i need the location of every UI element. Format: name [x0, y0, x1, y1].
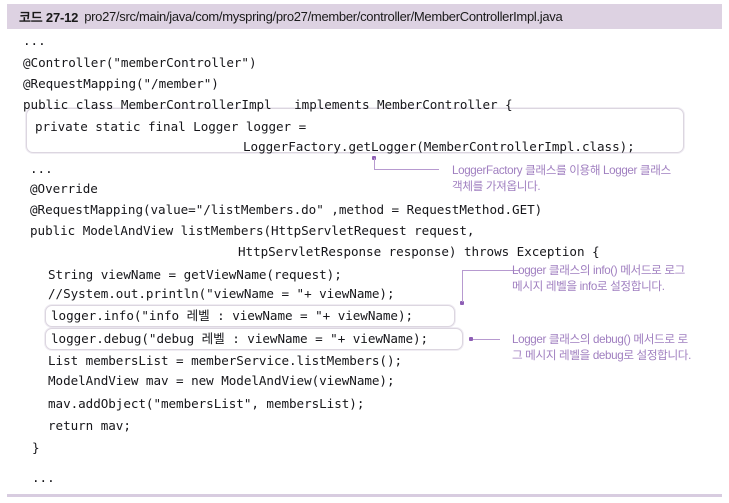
code-line: List membersList = memberService.listMem…: [48, 353, 403, 368]
code-line: ModelAndView mav = new ModelAndView(view…: [48, 373, 395, 388]
code-line: //System.out.println("viewName = "+ view…: [48, 286, 395, 301]
code-line: return mav;: [48, 418, 131, 433]
figure-bottom-rule: [7, 494, 722, 497]
figure-caption-bar: 코드 27-12 pro27/src/main/java/com/mysprin…: [7, 4, 722, 29]
logger-info-highlight: [45, 305, 455, 327]
leader-dot: [460, 301, 464, 305]
code-line: public ModelAndView listMembers(HttpServ…: [30, 223, 475, 238]
leader-line-vertical: [374, 158, 375, 169]
code-line: ...: [32, 470, 55, 485]
leader-line-vertical: [462, 270, 463, 302]
code-line: LoggerFactory.getLogger(MemberController…: [243, 139, 635, 154]
code-line: ...: [30, 161, 53, 176]
code-line: logger.info("info 레벨 : viewName = "+ vie…: [51, 308, 414, 323]
code-line: @Override: [30, 181, 98, 196]
logger-debug-highlight: [45, 328, 463, 350]
leader-dot: [469, 337, 473, 341]
code-line: }: [32, 440, 40, 455]
code-block: ... @Controller("memberController") @Req…: [0, 34, 729, 489]
logger-declaration-highlight: [26, 108, 684, 153]
leader-line-horizontal: [473, 339, 500, 340]
leader-line-horizontal: [374, 169, 439, 170]
code-line: private static final Logger logger =: [35, 119, 307, 134]
annotation-logger-factory: LoggerFactory 클래스를 이용해 Logger 클래스 객체를 가져…: [452, 164, 671, 193]
code-line: HttpServletResponse response) throws Exc…: [238, 244, 600, 259]
annotation-logger-info: Logger 클래스의 info() 메서드로 로그 메시지 레벨을 info로…: [512, 264, 685, 293]
code-line: String viewName = getViewName(request);: [48, 267, 342, 282]
annotation-logger-debug: Logger 클래스의 debug() 메서드로 로 그 메시지 레벨을 deb…: [512, 333, 691, 362]
figure-file-path: pro27/src/main/java/com/myspring/pro27/m…: [84, 9, 563, 24]
figure-number-label: 코드 27-12: [19, 10, 79, 25]
code-line: ...: [23, 33, 46, 48]
code-line: logger.debug("debug 레벨 : viewName = "+ v…: [51, 331, 429, 346]
code-line: public class MemberControllerImpl implem…: [23, 97, 513, 112]
code-line: mav.addObject("membersList", membersList…: [48, 396, 365, 411]
leader-line-horizontal: [462, 270, 520, 271]
code-line: @Controller("memberController"): [23, 55, 257, 70]
code-line: @RequestMapping(value="/listMembers.do" …: [30, 202, 543, 217]
code-line: @RequestMapping("/member"): [23, 76, 219, 91]
